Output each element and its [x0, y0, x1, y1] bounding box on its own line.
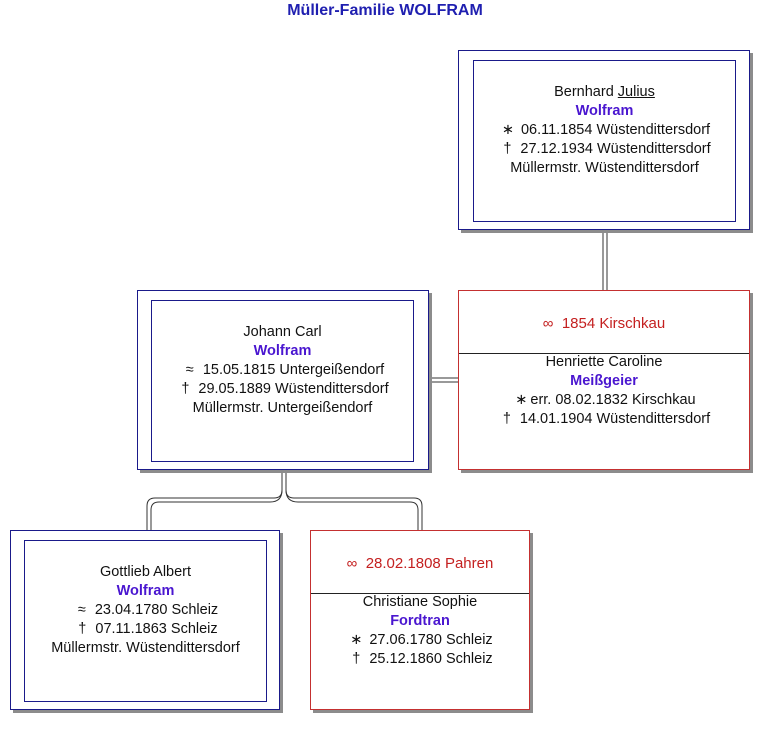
death-line: † 07.11.1863 Schleiz	[25, 620, 266, 639]
occupation: Müllermstr. Untergeißendorf	[192, 400, 373, 416]
birth-date: 06.11.1854 Wüstendittersdorf	[520, 122, 711, 138]
death-date: 07.11.1863 Schleiz	[95, 621, 218, 637]
surname: Wolfram	[253, 343, 312, 359]
spouse-box-father[interactable]: ∞ 1854 Kirschkau Henriette Caroline Meiß…	[458, 290, 750, 470]
birth-date: 27.06.1780 Schleiz	[369, 632, 493, 648]
person-box-top-inner: Bernhard Julius Wolfram ∗ 06.11.1854 Wüs…	[473, 60, 736, 222]
marriage-icon: ∞	[346, 555, 358, 572]
person-box-grandfather-inner: Gottlieb Albert Wolfram ≈ 23.04.1780 Sch…	[24, 540, 267, 702]
death-date: 14.01.1904 Wüstendittersdorf	[519, 411, 711, 427]
birth-icon: ∗	[501, 122, 514, 138]
surname: Wolfram	[575, 103, 634, 119]
divider	[311, 593, 529, 594]
marriage-date: 28.02.1808 Pahren	[365, 555, 494, 572]
first-names: Henriette Caroline	[545, 354, 663, 370]
connector-down-left-outer	[146, 470, 283, 530]
baptism-icon: ≈	[77, 602, 86, 618]
marriage-line: ∞ 1854 Kirschkau	[459, 315, 749, 332]
first-names: Christiane Sophie	[362, 594, 478, 610]
person-box-father[interactable]: Johann Carl Wolfram ≈ 15.05.1815 Unterge…	[137, 290, 429, 470]
baptism-line: ≈ 23.04.1780 Schleiz	[25, 601, 266, 620]
death-icon: †	[502, 411, 511, 427]
death-date: 29.05.1889 Wüstendittersdorf	[198, 381, 389, 397]
marriage-date: 1854 Kirschkau	[561, 315, 666, 332]
birth-icon: ∗	[515, 392, 528, 408]
birth-icon: ∗	[350, 632, 363, 648]
death-icon: †	[503, 141, 512, 157]
spouse-info: Christiane Sophie Fordtran ∗ 27.06.1780 …	[311, 593, 529, 669]
death-date: 25.12.1860 Schleiz	[369, 651, 493, 667]
connector-down-right-inner	[285, 489, 423, 530]
spouse-box-grandfather[interactable]: ∞ 28.02.1808 Pahren Christiane Sophie Fo…	[310, 530, 530, 710]
person-box-top[interactable]: Bernhard Julius Wolfram ∗ 06.11.1854 Wüs…	[458, 50, 750, 230]
marriage-line: ∞ 28.02.1808 Pahren	[311, 555, 529, 572]
death-icon: †	[352, 651, 361, 667]
death-date: 27.12.1934 Wüstendittersdorf	[520, 141, 711, 157]
birth-line: ∗ 06.11.1854 Wüstendittersdorf	[474, 121, 735, 140]
first-names: Gottlieb Albert	[99, 564, 192, 580]
surname: Fordtran	[390, 613, 450, 629]
baptism-date: 23.04.1780 Schleiz	[94, 602, 219, 618]
death-line: † 25.12.1860 Schleiz	[311, 650, 529, 669]
connector-down-right-outer	[285, 470, 419, 530]
first-name: Bernhard	[554, 84, 614, 100]
surname: Meißgeier	[570, 373, 638, 389]
occupation: Müllermstr. Wüstendittersdorf	[510, 160, 699, 176]
first-names: Johann Carl	[243, 324, 322, 340]
marriage-icon: ∞	[542, 315, 554, 332]
birth-line: ∗ 27.06.1780 Schleiz	[311, 631, 529, 650]
divider	[459, 353, 749, 354]
surname: Wolfram	[116, 583, 175, 599]
call-name: Julius	[617, 84, 655, 100]
person-name-line: Bernhard Julius	[474, 83, 735, 102]
birth-line: ∗err. 08.02.1832 Kirschkau	[459, 391, 749, 410]
death-line: † 27.12.1934 Wüstendittersdorf	[474, 140, 735, 159]
death-icon: †	[78, 621, 87, 637]
person-box-grandfather[interactable]: Gottlieb Albert Wolfram ≈ 23.04.1780 Sch…	[10, 530, 280, 710]
death-icon: †	[181, 381, 190, 397]
death-line: † 14.01.1904 Wüstendittersdorf	[459, 410, 749, 429]
connector-down-left-inner	[150, 489, 283, 530]
diagram-title: Müller-Familie WOLFRAM	[287, 2, 483, 19]
occupation: Müllermstr. Wüstendittersdorf	[51, 640, 240, 656]
spouse-info: Henriette Caroline Meißgeier ∗err. 08.02…	[459, 353, 749, 429]
person-box-father-inner: Johann Carl Wolfram ≈ 15.05.1815 Unterge…	[151, 300, 414, 462]
death-line: † 29.05.1889 Wüstendittersdorf	[152, 380, 413, 399]
baptism-icon: ≈	[185, 362, 194, 378]
baptism-date: 15.05.1815 Untergeißendorf	[202, 362, 385, 378]
birth-date: err. 08.02.1832 Kirschkau	[530, 392, 696, 408]
baptism-line: ≈ 15.05.1815 Untergeißendorf	[152, 361, 413, 380]
